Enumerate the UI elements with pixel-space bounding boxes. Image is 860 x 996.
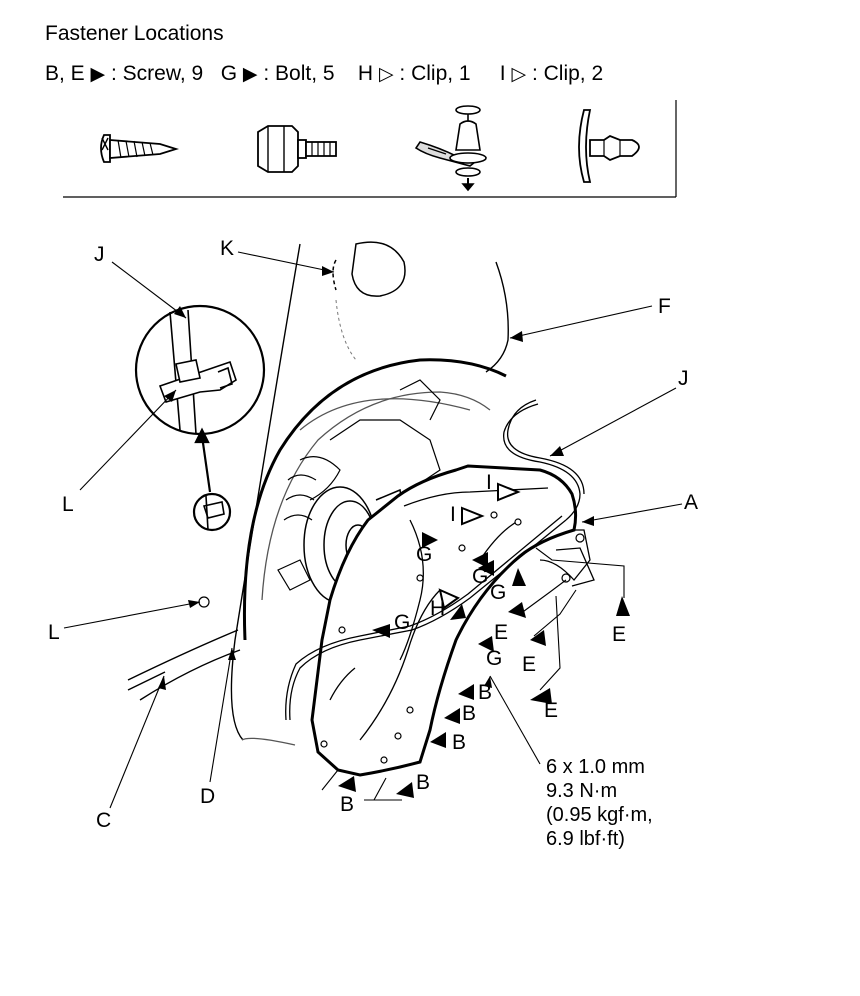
- fender-liner: [310, 464, 578, 777]
- legend-clip2-codes: I: [499, 62, 506, 85]
- torque-bolt-size: 6 x 1.0 mm: [546, 756, 645, 778]
- label-J-zoom: J: [94, 243, 105, 266]
- bolt-icon: [257, 125, 337, 173]
- legend-bolt-text: : Bolt, 5: [263, 62, 335, 85]
- solid-triangle-icon: ▶: [90, 64, 106, 85]
- label-E-3: E: [544, 699, 559, 722]
- screw-icon: [100, 134, 180, 163]
- label-F: F: [658, 295, 671, 318]
- torque-kgf: (0.95 kgf·m,: [546, 804, 653, 826]
- label-B-1: B: [478, 681, 493, 704]
- hollow-fastener-markers: [438, 482, 521, 610]
- torque-lbf: 6.9 lbf·ft): [546, 828, 625, 850]
- inner-arch: [241, 391, 491, 746]
- solid-triangle-icon: ▶: [242, 64, 258, 85]
- zoom-callout: [134, 304, 266, 532]
- fender-arch: [242, 358, 507, 641]
- label-G-4: G: [394, 611, 411, 634]
- label-I-upper: I: [486, 471, 492, 494]
- hollow-triangle-icon: ▷: [511, 64, 527, 85]
- page-title: Fastener Locations: [45, 22, 224, 45]
- torque-nm: 9.3 N·m: [546, 780, 618, 802]
- label-B-5: B: [340, 793, 355, 816]
- label-B-2: B: [462, 702, 477, 725]
- label-E-1: E: [494, 621, 509, 644]
- strut-assembly: [277, 379, 441, 591]
- legend-screw-text: : Screw, 9: [111, 62, 204, 85]
- label-B-3: B: [452, 731, 467, 754]
- label-B-4: B: [416, 771, 431, 794]
- label-J-harness: J: [678, 367, 689, 390]
- label-K: K: [220, 237, 235, 260]
- legend-bolt-codes: G: [220, 62, 238, 85]
- hollow-triangle-icon: ▷: [378, 64, 394, 85]
- wire-harness: [285, 399, 585, 721]
- label-D: D: [200, 785, 216, 808]
- trim-clip-icon: [578, 109, 640, 183]
- fastener-legend: B, E ▶ : Screw, 9 G ▶ : Bolt, 5 H ▷ : Cl…: [45, 62, 603, 86]
- liner-holes: [198, 511, 585, 764]
- label-E-2: E: [522, 653, 537, 676]
- leader-lines: [63, 251, 683, 809]
- label-G-2: G: [472, 565, 489, 588]
- label-L-zoom: L: [62, 493, 74, 516]
- torque-spec: 6 x 1.0 mm 9.3 N·m (0.95 kgf·m, 6.9 lbf·…: [546, 755, 653, 851]
- label-E-4: E: [612, 623, 627, 646]
- legend-box: [63, 100, 677, 198]
- legend-clip1-text: : Clip, 1: [399, 62, 471, 85]
- label-I-lower: I: [450, 503, 456, 526]
- solid-fastener-markers: [338, 532, 630, 798]
- label-G-5: G: [486, 647, 503, 670]
- splash-shield: [332, 241, 406, 297]
- zoom-callout-detail: [158, 309, 237, 531]
- label-C: C: [96, 809, 112, 832]
- legend-clip1-codes: H: [357, 62, 374, 85]
- label-G-3: G: [490, 581, 507, 604]
- legend-screw-codes: B, E: [45, 62, 85, 85]
- label-G-1: G: [416, 543, 433, 566]
- label-L-body: L: [48, 621, 60, 644]
- legend-clip2-text: : Clip, 2: [531, 62, 604, 85]
- leader-arrowheads: [158, 266, 594, 690]
- push-clip-icon: [414, 105, 487, 192]
- label-A: A: [684, 491, 699, 514]
- zoom-arrow: [194, 427, 212, 493]
- label-H: H: [430, 597, 446, 620]
